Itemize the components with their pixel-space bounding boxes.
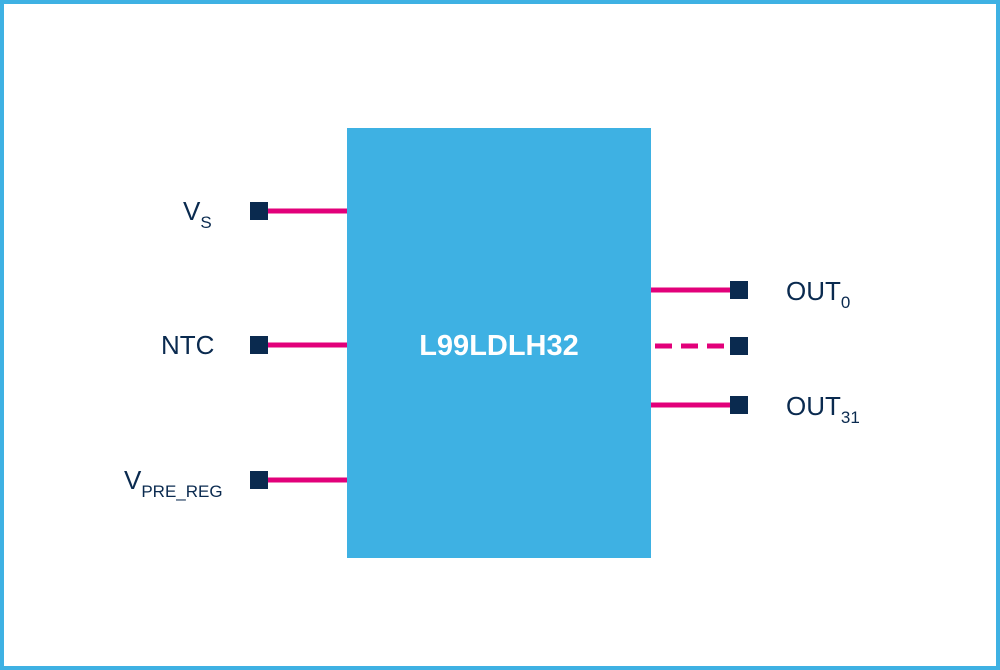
pin-out-dashed (730, 337, 748, 355)
label-out0-sub: 0 (841, 293, 850, 312)
label-vpre-reg-main: V (124, 465, 142, 495)
chip-body (347, 128, 651, 558)
label-out31: OUT31 (786, 391, 860, 427)
label-ntc: NTC (161, 330, 214, 360)
label-ntc-main: NTC (161, 330, 214, 360)
label-vs: VS (183, 196, 212, 232)
pin-ntc (250, 336, 268, 354)
label-out0: OUT0 (786, 276, 850, 312)
pin-vpre-reg (250, 471, 268, 489)
label-out31-sub: 31 (841, 408, 860, 427)
label-out31-main: OUT (786, 391, 841, 421)
pin-vs (250, 202, 268, 220)
label-vs-sub: S (200, 213, 211, 232)
chip-label: L99LDLH32 (419, 330, 579, 362)
pin-out0 (730, 281, 748, 299)
label-vpre-reg: VPRE_REG (124, 465, 223, 501)
pin-out31 (730, 396, 748, 414)
label-vs-main: V (183, 196, 201, 226)
label-vpre-reg-sub: PRE_REG (141, 482, 222, 501)
label-out0-main: OUT (786, 276, 841, 306)
